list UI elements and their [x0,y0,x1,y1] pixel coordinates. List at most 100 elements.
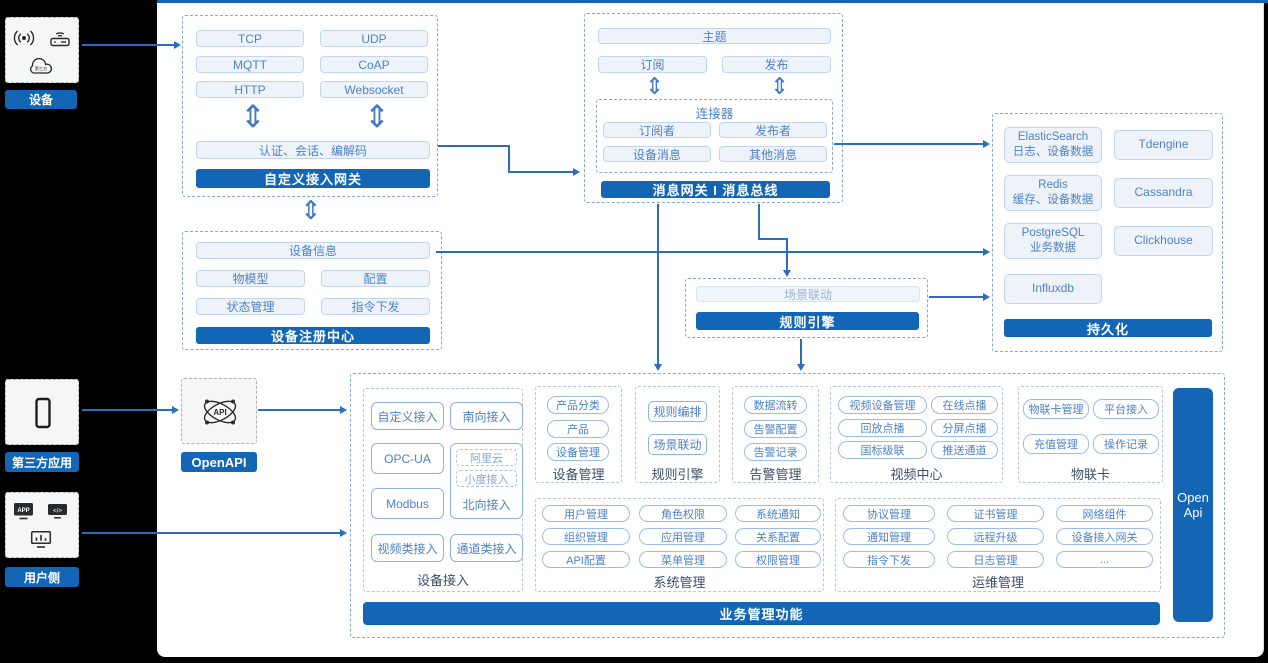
iot-card-box [1018,386,1163,483]
updown-arrow-icon: ⇕ [770,74,790,100]
business-mgmt-footer: 业务管理功能 [363,602,1160,625]
online-play-pill: 在线点播 [931,396,998,414]
arrow-bus-to-rule-engine [786,238,788,271]
cert-mgmt-pill: 证书管理 [947,505,1044,522]
business-platform-box [350,373,1225,638]
protocol-mgmt-pill: 协议管理 [843,505,935,522]
arrowhead [340,529,347,537]
arrowhead [797,364,805,371]
command-dispatch-pill: 指令下发 [843,551,935,568]
video-device-mgmt-pill: 视频设备管理 [838,396,927,414]
rule-engine-col-box [635,386,720,483]
scene-linkage-box: 场景联动 [696,286,920,302]
role-permission-pill: 角色权限 [639,505,727,522]
subscriber-box: 订阅者 [603,122,711,138]
user-mgmt-pill: 用户管理 [542,505,630,522]
arrow-bus-to-persistence [834,143,984,145]
arrow-gateway-to-bus [508,145,510,173]
arrowhead [654,364,662,371]
arrow-gateway-to-bus [438,145,510,147]
southbound-access-box: 南向接入 [450,402,523,430]
aliyun-box: 阿里云 [456,449,517,466]
remote-upgrade-pill: 远程升级 [947,528,1044,545]
connector-box [596,99,833,173]
playback-pill: 回放点播 [838,419,927,437]
system-mgmt-box [535,498,824,592]
protocol-coap: CoAP [320,56,428,73]
alarm-mgmt-box [732,386,819,483]
org-mgmt-pill: 组织管理 [542,528,630,545]
top-accent-line [157,0,1268,3]
arrow-rule-to-persistence [929,296,984,298]
video-access-box: 视频类接入 [371,534,444,562]
svg-text:API: API [213,408,226,417]
custom-access-box: 自定义接入 [371,402,444,430]
device-message-box: 设备消息 [603,146,711,162]
arrow-device-to-gateway [82,44,174,46]
arrow-thirdparty-to-openapi [82,409,174,411]
svg-text:第三方: 第三方 [35,65,48,72]
system-mgmt-title: 系统管理 [653,575,706,590]
cloud-icon: 第三方 [26,56,56,81]
phone-icon [33,397,53,434]
device-info-box: 设备信息 [196,242,430,259]
alarm-record-pill: 告警记录 [744,443,807,461]
arrowhead [983,140,990,148]
push-channel-pill: 推送通道 [931,441,998,459]
updown-arrow-icon: ⇕ [240,99,266,135]
arrowhead [340,406,347,414]
northbound-access-label: 北向接入 [462,497,511,512]
custom-gateway-box [182,15,438,197]
router-icon [48,27,72,54]
svg-text:APP: APP [17,508,29,514]
openapi-icon: API [198,392,242,437]
message-bus-title: 消息网关 I 消息总线 [601,181,830,198]
device-source-panel: 第三方 [5,17,79,83]
openapi-label: OpenAPI [181,452,257,472]
api-config-pill: API配置 [542,551,630,568]
rule-engine-box [685,278,928,338]
influxdb-box: Influxdb [1004,274,1102,304]
rule-engine-col-title: 规则引擎 [651,467,704,482]
device-access-title: 设备接入 [416,573,469,588]
cassandra-box: Cassandra [1114,178,1213,208]
arrow-user-to-platform [82,532,342,534]
subscribe-box: 订阅 [598,56,707,73]
arrow-gateway-to-bus [508,171,574,173]
device-registry-title: 设备注册中心 [196,327,430,344]
data-flow-pill: 数据流转 [744,396,807,414]
protocol-http: HTTP [196,81,304,98]
device-mgmt-title: 设备管理 [552,467,605,482]
rule-orchestration-box: 规则编排 [648,401,707,422]
iot-card-mgmt-pill: 物联卡管理 [1023,399,1089,419]
arrow-openapi-to-platform [258,409,342,411]
platform-access-pill: 平台接入 [1093,399,1159,419]
xiaodu-access-box: 小度接入 [456,470,517,487]
updown-arrow-icon: ⇕ [364,99,390,135]
permission-mgmt-pill: 权限管理 [735,551,821,568]
command-dispatch-box: 指令下发 [321,298,430,315]
device-registry-box [182,231,442,350]
topic-box: 主题 [598,28,831,44]
more-pill: ... [1056,551,1153,568]
publish-box: 发布 [722,56,831,73]
menu-mgmt-pill: 菜单管理 [639,551,727,568]
log-mgmt-pill: 日志管理 [947,551,1044,568]
third-party-label: 第三方应用 [5,452,79,472]
notice-mgmt-pill: 通知管理 [843,528,935,545]
network-component-pill: 网络组件 [1056,505,1153,522]
publisher-box: 发布者 [719,122,827,138]
open-api-bar: Open Api [1173,388,1213,622]
operation-record-pill: 操作记录 [1093,434,1159,454]
arrow-bus-to-rule-engine [758,238,788,240]
persistence-box [992,113,1223,352]
opcua-box: OPC-UA [371,443,444,474]
device-access-gateway-pill: 设备接入网关 [1056,528,1153,545]
product-pill: 产品 [547,420,609,438]
svg-text:</>: </> [53,507,63,514]
auth-session-codec-box: 认证、会话、编解码 [196,141,430,159]
openapi-panel: API [181,378,257,444]
